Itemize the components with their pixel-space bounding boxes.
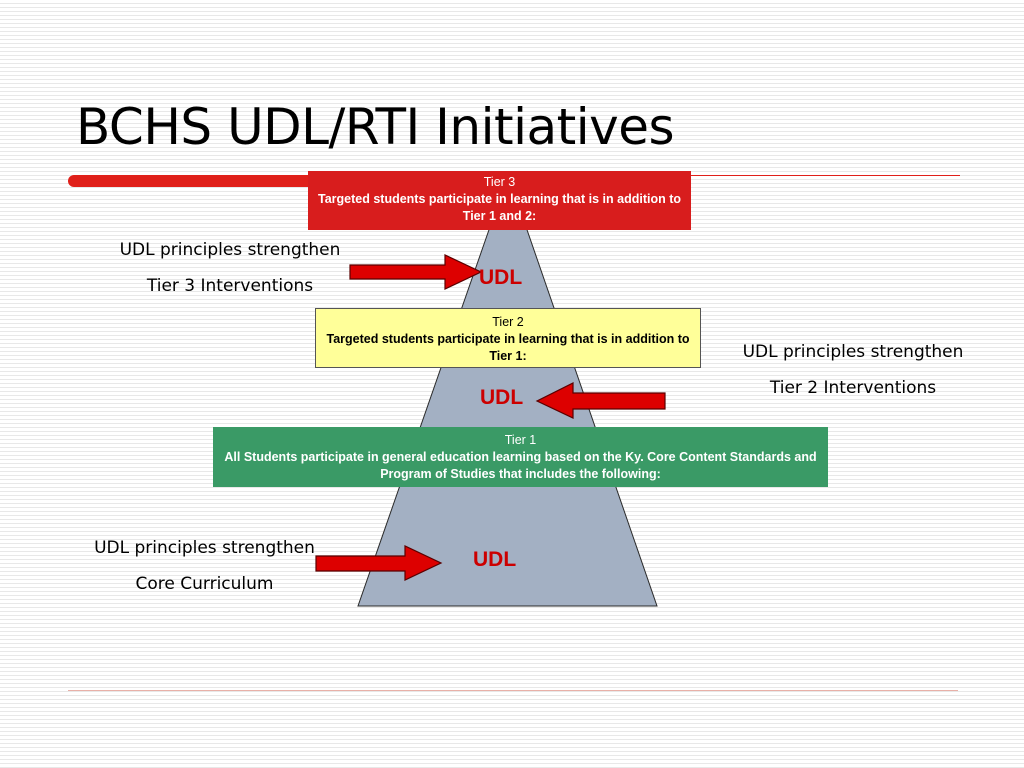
tier3-annotation-line1: UDL principles strengthen: [119, 240, 341, 260]
tier3-name: Tier 3: [483, 175, 516, 189]
slide-title: BCHS UDL/RTI Initiatives: [76, 98, 675, 156]
tier2-name: Tier 2: [492, 315, 524, 329]
tier2-annotation-line2: Tier 2 Interventions: [769, 378, 937, 398]
footer-divider: [68, 690, 958, 691]
arrow-right-core: [315, 545, 443, 581]
core-annotation: UDL principles strengthen Core Curriculu…: [72, 530, 337, 602]
udl-label-tier3: UDL: [479, 266, 523, 289]
udl-label-core: UDL: [473, 548, 517, 571]
tier2-description: Targeted students participate in learnin…: [326, 332, 690, 363]
tier3-annotation: UDL principles strengthen Tier 3 Interve…: [100, 232, 360, 304]
tier2-annotation-line1: UDL principles strengthen: [742, 342, 964, 362]
tier1-box: Tier 1 All Students participate in gener…: [213, 427, 828, 487]
tier3-box: Tier 3 Targeted students participate in …: [308, 171, 691, 230]
arrow-left-tier2: [535, 382, 666, 419]
core-annotation-line2: Core Curriculum: [135, 574, 274, 594]
tier2-box: Tier 2 Targeted students participate in …: [315, 308, 701, 368]
udl-label-tier2: UDL: [480, 386, 524, 409]
tier1-description: All Students participate in general educ…: [224, 450, 817, 481]
tier3-annotation-line2: Tier 3 Interventions: [146, 276, 314, 296]
title-accent-bar: [68, 175, 318, 187]
tier1-name: Tier 1: [504, 433, 537, 447]
tier2-annotation: UDL principles strengthen Tier 2 Interve…: [722, 334, 984, 406]
tier3-description: Targeted students participate in learnin…: [318, 192, 681, 223]
core-annotation-line1: UDL principles strengthen: [94, 538, 315, 558]
arrow-right-tier3: [349, 254, 483, 290]
